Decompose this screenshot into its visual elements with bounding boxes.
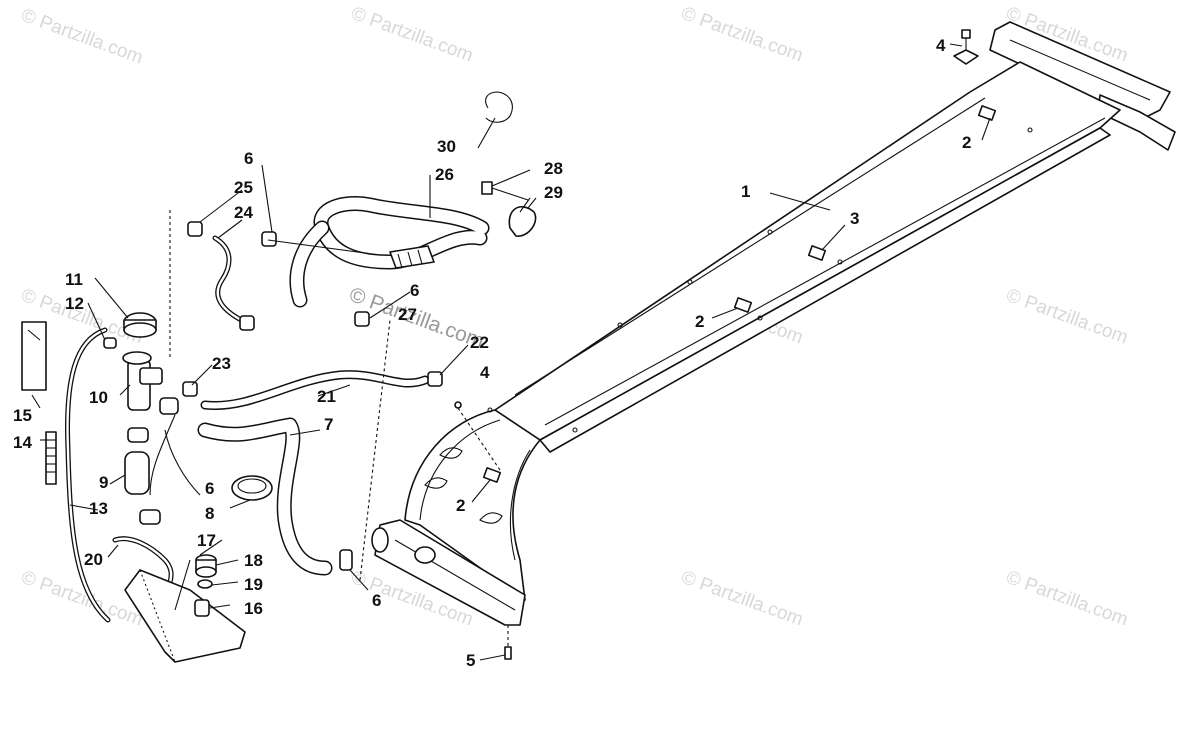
speed-nut-2	[977, 105, 997, 121]
callout-14: 14	[13, 433, 32, 452]
callout-30: 30	[437, 137, 456, 156]
callout-10: 10	[89, 388, 108, 407]
callout-23: 23	[212, 354, 231, 373]
hose-clamps	[103, 221, 443, 571]
callout-11: 11	[65, 270, 83, 289]
reservoir-cap-18	[195, 554, 217, 578]
screw-5	[504, 625, 512, 660]
callout-19: 19	[244, 575, 263, 594]
callout-26: 26	[435, 165, 454, 184]
bracket-29	[508, 197, 537, 237]
clamp-30	[485, 91, 513, 123]
callout-9: 9	[99, 473, 108, 492]
callout-labels: 1 2 2 2 3 4 4 5 6 6 6 6 7 8 9 10 11 12 1…	[13, 36, 971, 670]
watermark: © Partzilla.com	[1003, 285, 1130, 349]
callout-6: 6	[372, 591, 381, 610]
speed-nut-2	[482, 467, 502, 483]
leader-lines	[31, 43, 991, 661]
screw-4-top	[953, 29, 979, 65]
reservoir-tank-16	[124, 569, 246, 663]
callout-20: 20	[84, 550, 103, 569]
callout-22: 22	[470, 333, 489, 352]
clamp-12	[103, 337, 117, 349]
callout-18: 18	[244, 551, 263, 570]
clamp-25	[187, 221, 203, 237]
heat-exchanger-rail	[371, 21, 1176, 626]
callout-12: 12	[65, 294, 84, 313]
hose-21	[200, 370, 430, 411]
callout-4: 4	[480, 363, 490, 382]
callout-2: 2	[695, 312, 704, 331]
rail-hardware	[454, 29, 997, 660]
callout-5: 5	[466, 651, 475, 670]
watermark: © Partzilla.com	[678, 3, 805, 67]
callout-4: 4	[936, 36, 946, 55]
decal-15	[21, 321, 47, 391]
callout-6: 6	[410, 281, 419, 300]
callout-28: 28	[544, 159, 563, 178]
callout-21: 21	[317, 387, 336, 406]
clamp-6	[139, 509, 161, 525]
bolt-28	[481, 181, 529, 201]
clamp-6	[159, 397, 179, 415]
callout-3: 3	[850, 209, 859, 228]
callout-6: 6	[205, 479, 214, 498]
callout-13: 13	[89, 499, 108, 518]
callout-6: 6	[244, 149, 253, 168]
callout-24: 24	[234, 203, 253, 222]
callout-29: 29	[544, 183, 563, 202]
callout-27: 27	[398, 305, 417, 324]
watermark: © Partzilla.com	[348, 3, 475, 67]
callout-7: 7	[324, 415, 333, 434]
speed-nut-3	[807, 245, 827, 261]
vent-hose-20	[112, 536, 174, 585]
filler-neck-10	[122, 351, 163, 411]
clamp-6	[127, 427, 149, 443]
watermark: © Partzilla.com	[1003, 567, 1130, 631]
hose-7	[197, 417, 333, 576]
callout-16: 16	[244, 599, 263, 618]
washer-19	[197, 579, 213, 589]
watermark: © Partzilla.com	[18, 5, 145, 69]
callout-2: 2	[456, 496, 465, 515]
clamp-27	[354, 311, 370, 327]
clamp-22	[427, 371, 443, 387]
callout-25: 25	[234, 178, 253, 197]
hose-9	[124, 451, 150, 495]
callout-17: 17	[197, 531, 216, 550]
clamp-6	[339, 549, 353, 571]
radiator-cap-11	[123, 312, 157, 338]
watermark: © Partzilla.com	[678, 567, 805, 631]
hose-26	[289, 196, 490, 308]
hose-24	[212, 235, 248, 325]
callout-15: 15	[13, 406, 32, 425]
clamp-23	[239, 315, 255, 331]
screw-4-mid	[454, 401, 501, 471]
clamp-23	[182, 381, 198, 397]
spring-14	[45, 431, 57, 485]
callout-8: 8	[205, 504, 214, 523]
callout-1: 1	[741, 182, 750, 201]
speed-nut-2	[733, 297, 753, 313]
callout-2: 2	[962, 133, 971, 152]
clamp-8	[231, 475, 273, 501]
overflow-hose-13	[65, 327, 111, 623]
clamp-6	[261, 231, 277, 247]
